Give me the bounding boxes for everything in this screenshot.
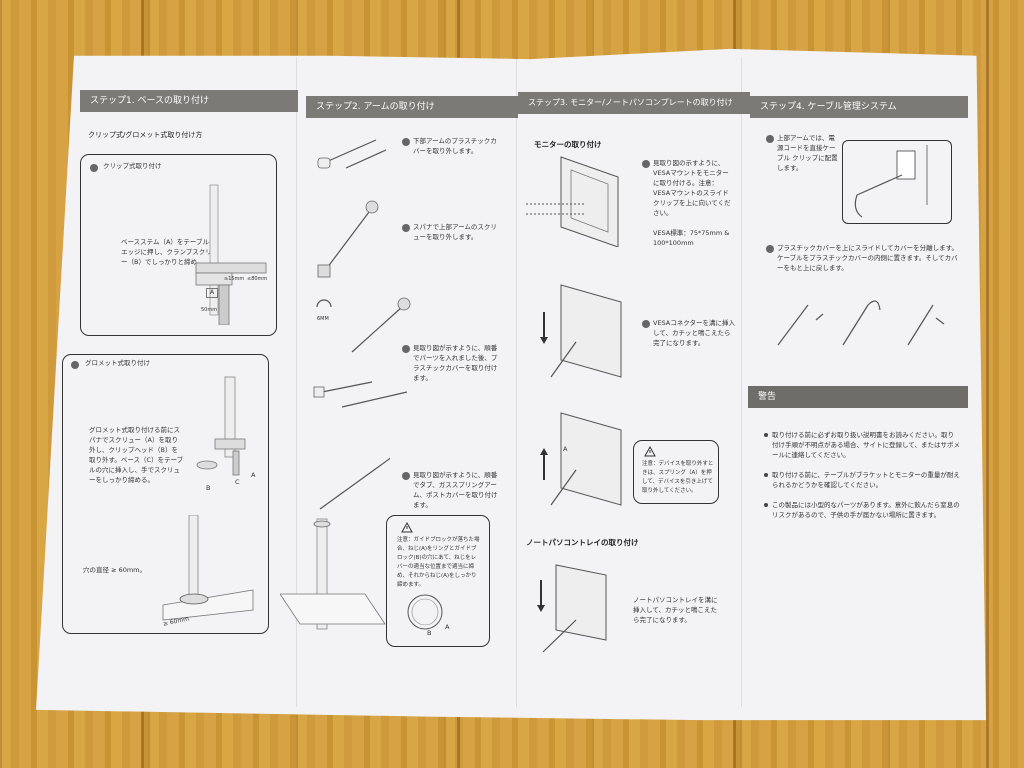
post-assembly-diagram — [280, 457, 390, 630]
grommet-label-c: C — [235, 478, 240, 486]
monitor-step1-text: 見取り図の示すように、VESAマウントをモニターに取り付ける。注意：VESAマウ… — [653, 159, 731, 217]
bullet-icon — [402, 345, 410, 353]
device-removal-note-text: 注意：デバイスを取り外すときは、スプリング（A）を押して、デバイスを引き上げて取… — [642, 461, 714, 494]
step1-header: ステップ1. ベースの取り付け — [80, 90, 298, 112]
step3-header: ステップ3. モニター/ノートパソコンプレートの取り付け — [518, 92, 750, 114]
table-hole-diagram — [162, 515, 254, 621]
wrench-icon — [316, 299, 332, 308]
arm-step3-text: 見取り図が示すように、順番でパーツを入れました後、プラスチックカバーを取り付けま… — [413, 344, 498, 382]
warning-item: この製品には小型的なパーツがあります。意外に飲んだら窒息のリスクがあるので、子供… — [764, 500, 960, 520]
grommet-label-b: B — [206, 484, 211, 492]
cable-clip-diagram-box — [842, 140, 952, 224]
clip-mount-text: ベースステム（A）をテーブルのエッジに押し、クランプスクリュー（B）でしっかりと… — [121, 238, 219, 266]
hole-diameter-text: 穴の直径 ≥ 60mm。 — [83, 566, 147, 574]
device-removal-note-box: 注意：デバイスを取り外すときは、スプリング（A）を押して、デバイスを引き上げて取… — [633, 440, 719, 504]
fold-line — [296, 57, 297, 707]
bullet-icon — [642, 160, 650, 168]
bullet-icon — [71, 361, 79, 369]
clip-dim-width: 50mm — [201, 307, 218, 313]
vesa-standard-text: VESA標準：75*75mm & 100*100mm — [653, 229, 730, 247]
laptop-tray-text: ノートパソコントレイを溝に挿入して、カチッと鳴こえたら完了になります。 — [633, 596, 718, 624]
instruction-sheet: ステップ1. ベースの取り付け クリップ式/グロメット式取り付け方 クリップ式取… — [36, 42, 986, 727]
grommet-diagram — [196, 376, 246, 476]
upper-arm-screw-diagram — [317, 200, 379, 278]
warning-text: 取り付ける前に、テーブルがブラケットとモニターの重量が耐えられるかどうかを確認し… — [772, 471, 960, 489]
table-seam — [986, 0, 989, 768]
grommet-mount-title: グロメット式取り付け — [85, 359, 150, 367]
bullet-icon — [766, 245, 774, 253]
release-label-a: A — [563, 445, 568, 453]
guide-block-note-text: 注意：ガイドブロックが落ちた場合、ねじ(A)をリングとガイドブロック(B)の穴に… — [397, 537, 480, 588]
note-label-b: B — [427, 629, 432, 637]
clamp-diagram — [195, 184, 267, 325]
warning-item: 取り付ける前に、テーブルがブラケットとモニターの重量が耐えられるかどうかを確認し… — [764, 470, 960, 490]
cable-step1-text: 上部アームでは、電源コードを直接ケーブル クリップに配置します。 — [777, 134, 838, 172]
arm-step1-text: 下部アームのプラスチックカバーを取り外します。 — [413, 137, 497, 155]
warning-icon — [401, 522, 413, 533]
clip-label-a: A — [206, 288, 219, 298]
fold-line — [516, 57, 517, 707]
step4-header: ステップ4. ケーブル管理システム — [750, 96, 968, 118]
warning-text: 取り付ける前に必ずお取り扱い説明書をお読みください。取り付け手順が不明点がある場… — [772, 431, 960, 459]
bullet-icon — [766, 135, 774, 143]
clip-dim-small: ≥15mm — [224, 276, 245, 282]
warning-list: 取り付ける前に必ずお取り扱い説明書をお読みください。取り付け手順が不明点がある場… — [764, 430, 960, 520]
monitor-step2-text: VESAコネクターを溝に挿入して、カチッと鳴こえたら完了になります。 — [653, 319, 735, 347]
warning-icon — [644, 446, 656, 457]
bullet-icon — [642, 320, 650, 328]
warning-text: この製品には小型的なパーツがあります。意外に飲んだら窒息のリスクがあるので、子供… — [772, 501, 960, 519]
bullet-icon — [90, 164, 98, 172]
bullet-icon — [402, 138, 410, 146]
arm-assembly-diagram — [313, 297, 411, 408]
laptop-tray-subtitle: ノートパソコントレイの取り付け — [526, 538, 639, 547]
bullet-icon — [402, 224, 410, 232]
clip-mount-title: クリップ式取り付け — [103, 162, 162, 170]
clip-dim-big: ≤80mm — [247, 276, 268, 282]
vesa-release-diagram — [540, 412, 622, 506]
mount-methods-subtitle: クリップ式/グロメット式取り付け方 — [88, 131, 203, 139]
cable-step2-text: プラスチックカバーを上にスライドしてカバーを分離します。ケーブルをプラスチックカ… — [777, 244, 959, 272]
cable-cover-diagram — [777, 300, 945, 346]
note-label-a: A — [445, 623, 450, 631]
bullet-dot — [764, 433, 768, 437]
laptop-tray-diagram — [537, 564, 607, 653]
bullet-dot — [764, 473, 768, 477]
warning-item: 取り付ける前に必ずお取り扱い説明書をお読みください。取り付け手順が不明点がある場… — [764, 430, 960, 460]
guide-block-note-box: 注意：ガイドブロックが落ちた場合、ねじ(A)をリングとガイドブロック(B)の穴に… — [386, 515, 490, 647]
fold-line — [741, 57, 742, 707]
ring-guide-diagram — [407, 594, 443, 630]
lower-arm-cover-diagram — [317, 139, 387, 169]
wrench-size-label: 6MM — [317, 316, 329, 322]
arm-step2-text: スパナで上部アームのスクリューを取り外します。 — [413, 223, 497, 241]
vesa-insert-diagram — [540, 284, 622, 378]
step2-header: ステップ2. アームの取り付け — [306, 96, 518, 118]
clip-mount-box: クリップ式取り付け ベースステム（A）をテーブルのエッジに押し、クランプスクリュ… — [80, 154, 277, 336]
grommet-label-a: A — [251, 471, 256, 479]
arm-step4-text: 見取り図が示すように、順番でタブ、ガススプリングアーム、ポストカバーを取り付けま… — [413, 471, 498, 509]
grommet-mount-box: グロメット式取り付け グロメット式取り付ける前にスパナでスクリュー（A）を取り外… — [62, 354, 269, 634]
warning-header: 警告 — [748, 386, 968, 408]
bullet-icon — [402, 472, 410, 480]
cable-clip-diagram — [854, 145, 928, 218]
monitor-mount-subtitle: モニターの取り付け — [534, 140, 602, 149]
vesa-mount-diagram — [526, 156, 619, 247]
bullet-dot — [764, 503, 768, 507]
grommet-mount-text: グロメット式取り付ける前にスパナでスクリュー（A）を取り外し、クリップヘッド（B… — [89, 426, 184, 484]
